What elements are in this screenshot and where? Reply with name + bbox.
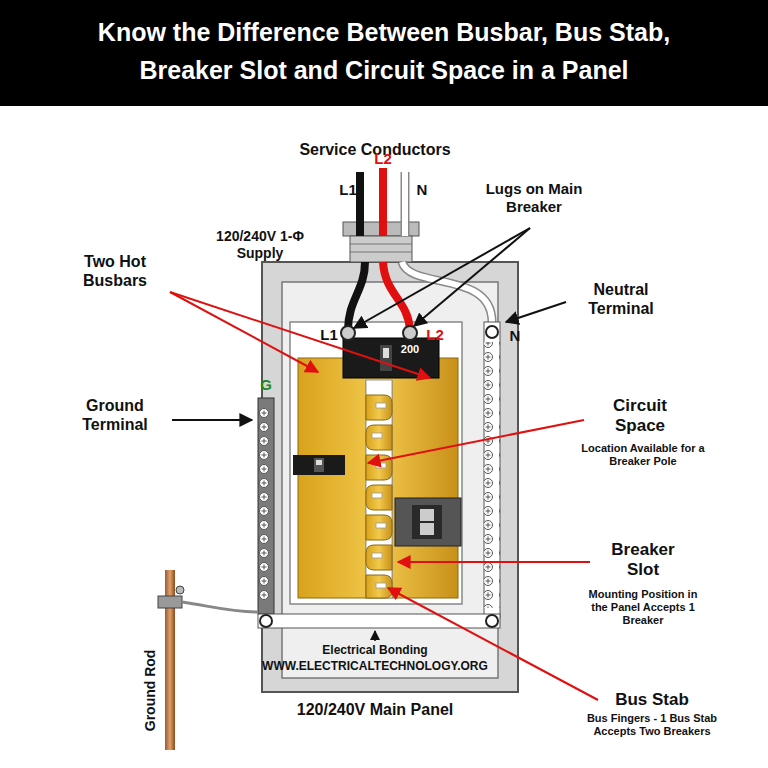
callout-label: Lugs on Main Breaker bbox=[478, 180, 590, 216]
terminal-label: L1 bbox=[318, 326, 340, 344]
terminal-label: G bbox=[257, 376, 275, 394]
phase-label: L2 bbox=[371, 150, 395, 168]
ground-rod-label: Ground Rod bbox=[142, 640, 159, 740]
callout-label: Circuit Space bbox=[588, 396, 692, 437]
phase-label: L1 bbox=[336, 181, 360, 199]
supply-label: 120/240V 1-Φ Supply bbox=[205, 228, 315, 262]
panel-label: 120/240V Main Panel bbox=[265, 700, 485, 719]
callout-label: Neutral Terminal bbox=[566, 280, 676, 318]
callout-label: Breaker Slot bbox=[593, 540, 693, 581]
callout-label: Ground Terminal bbox=[60, 396, 170, 434]
callout-note: Bus Fingers - 1 Bus Stab Accepts Two Bre… bbox=[572, 712, 732, 738]
callout-label: Two Hot Busbars bbox=[60, 252, 170, 290]
page-title: Know the Difference Between Busbar, Bus … bbox=[54, 14, 714, 89]
callout-note: Mounting Position in the Panel Accepts 1… bbox=[580, 588, 706, 628]
terminal-label: L2 bbox=[423, 326, 447, 344]
watermark: WWW.ELECTRICALTECHNOLOGY.ORG bbox=[240, 659, 510, 673]
callout-note: Location Available for a Breaker Pole bbox=[568, 442, 718, 468]
breaker-rating: 200 bbox=[394, 343, 426, 356]
terminal-label: N bbox=[505, 327, 525, 345]
phase-label: N bbox=[412, 181, 432, 199]
callout-label: Bus Stab bbox=[592, 690, 712, 710]
bonding-label: Electrical Bonding bbox=[300, 643, 450, 657]
